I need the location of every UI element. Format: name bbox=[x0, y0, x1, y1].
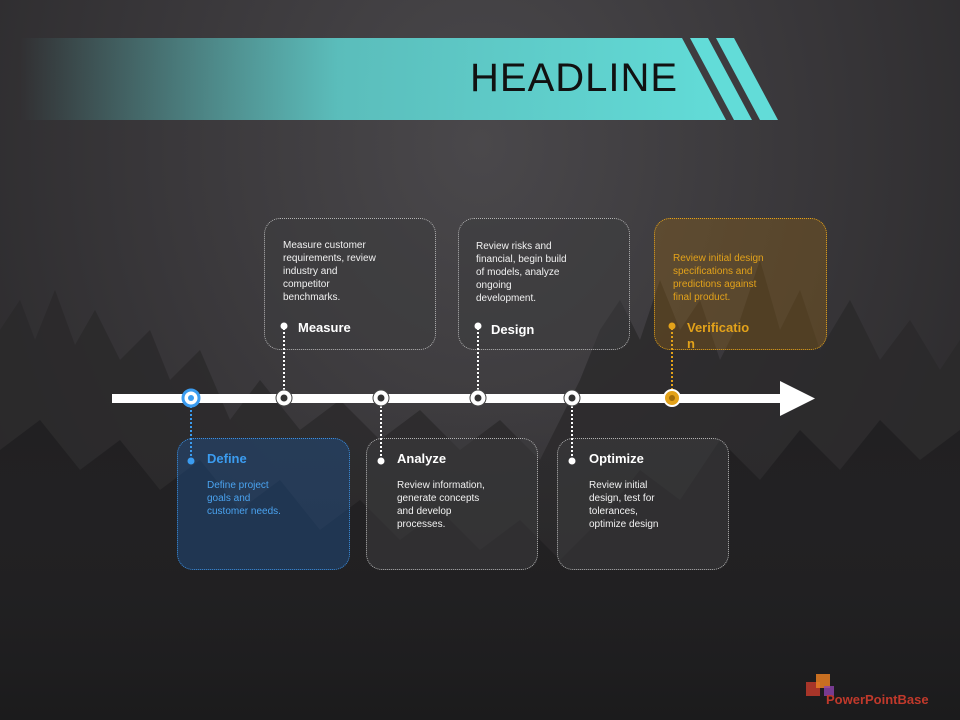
logo-text: PowerPointBase bbox=[826, 692, 929, 707]
step-label-verification: Verificatio n bbox=[687, 320, 750, 351]
headline-banner bbox=[20, 38, 778, 120]
card-design bbox=[458, 218, 630, 350]
step-description-measure: Measure customer requirements, review in… bbox=[283, 240, 376, 303]
step-description-optimize: Review initial design, test for toleranc… bbox=[589, 480, 659, 530]
powerpointbase-logo-icon bbox=[806, 674, 834, 696]
card-verification bbox=[654, 218, 827, 350]
step-label-measure: Measure bbox=[298, 320, 351, 335]
card-analyze bbox=[366, 438, 538, 570]
card-measure bbox=[264, 218, 436, 350]
step-label-define: Define bbox=[207, 451, 247, 466]
step-description-verification: Review initial design specifications and… bbox=[673, 253, 764, 303]
card-optimize bbox=[557, 438, 729, 570]
step-description-analyze: Review information, generate concepts an… bbox=[397, 480, 485, 530]
step-label-analyze: Analyze bbox=[397, 451, 447, 466]
card-define bbox=[177, 438, 350, 570]
headline-title: HEADLINE bbox=[470, 56, 679, 100]
step-label-optimize: Optimize bbox=[589, 451, 644, 466]
step-label-design: Design bbox=[491, 322, 535, 337]
step-description-design: Review risks and financial, begin build … bbox=[476, 241, 567, 304]
step-description-define: Define project goals and customer needs. bbox=[207, 480, 281, 517]
